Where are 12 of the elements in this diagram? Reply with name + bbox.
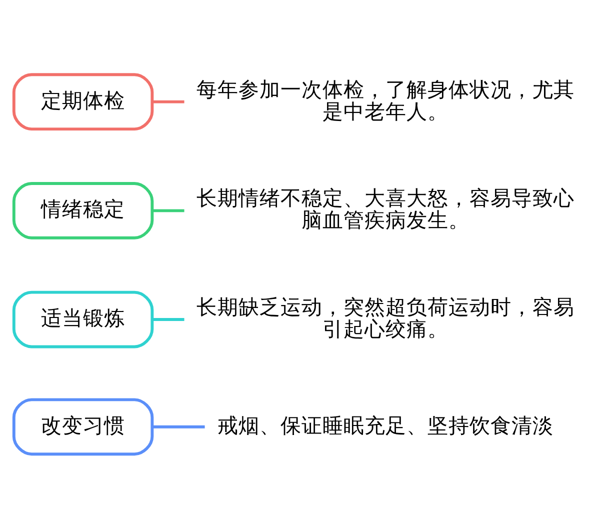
node-text: 戒烟、保证睡眠充足、坚持饮食清淡 (217, 413, 554, 438)
node-box: 适当锻炼 (12, 290, 154, 348)
node-text: 每年参加一次体检，了解身体状况，尤其是中老年人。 (196, 77, 574, 124)
node-text: 长期情绪不稳定、大喜大怒，容易导致心脑血管疾病发生。 (196, 186, 574, 232)
connector (152, 100, 184, 104)
node-text: 长期缺乏运动，突然超负荷运动时，容易引起心绞痛。 (196, 294, 574, 341)
connector (152, 209, 184, 212)
node-box: 情绪稳定 (12, 182, 154, 240)
node-box: 定期体检 (12, 73, 154, 131)
connector (152, 425, 205, 428)
node-box: 改变习惯 (12, 398, 154, 456)
connector (152, 318, 184, 321)
